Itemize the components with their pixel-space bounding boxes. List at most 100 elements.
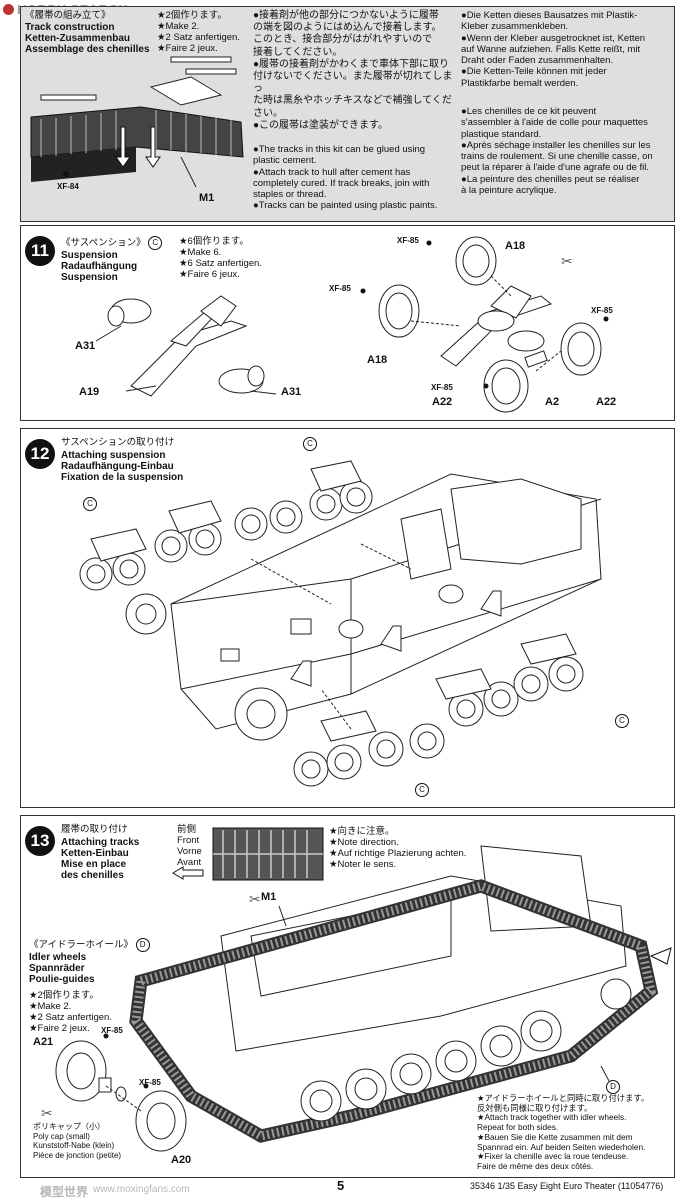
idler-title-de: Spannräder bbox=[29, 963, 85, 974]
idler-paint-1: XF-85 bbox=[101, 1026, 123, 1035]
part-a2: A2 bbox=[545, 396, 560, 408]
circle-c-marker-2: C bbox=[303, 435, 317, 453]
circle-c-marker-3: C bbox=[615, 712, 629, 730]
dir-fr: Avant bbox=[177, 857, 202, 868]
circle-c-marker-1: C bbox=[83, 495, 97, 513]
idler-title-jp: 《アイドラーホイール》 D bbox=[29, 938, 150, 952]
polycap-label: ポリキャップ（小） Poly cap (small) Kunststoff-Na… bbox=[33, 1122, 122, 1160]
paint-drop-icon bbox=[63, 171, 69, 177]
step-12-panel: 12 サスペンションの取り付け Attaching suspension Rad… bbox=[20, 428, 675, 808]
idler-title-fr: Poulie-guides bbox=[29, 974, 95, 985]
dir-en: Front bbox=[177, 835, 200, 846]
track-text-de: ●Die Ketten dieses Bausatzes mit Plastik… bbox=[461, 10, 646, 89]
track-text-en: ●The tracks in this kit can be glued usi… bbox=[253, 144, 438, 212]
step-11-panel: 11 《サスペンション》 C Suspension Radaufhängung … bbox=[20, 225, 675, 421]
idler-jp: 《アイドラーホイール》 bbox=[29, 939, 134, 951]
track-text-fr: ●Les chenilles de ce kit peuvent s'assem… bbox=[461, 106, 653, 197]
step11-title-jp: 《サスペンション》 C bbox=[61, 236, 163, 250]
step-number-11: 11 bbox=[25, 236, 55, 266]
step11-title-fr: Suspension bbox=[61, 272, 118, 283]
note-jp: ★向きに注意。 bbox=[329, 826, 395, 837]
idler-make-en: ★Make 2. bbox=[29, 1001, 72, 1012]
track-title-jp: 《履帯の組み立て》 bbox=[25, 10, 111, 21]
track-paint-xf84: XF-84 bbox=[57, 182, 79, 191]
circle-d-marker: D bbox=[606, 1078, 620, 1096]
circle-c-icon: C bbox=[303, 436, 317, 451]
arrow-left-icon bbox=[172, 866, 204, 880]
note-en: ★Note direction. bbox=[329, 837, 399, 848]
footer-watermark-1: 模型世界 bbox=[40, 1185, 89, 1199]
part-a21: A21 bbox=[33, 1036, 54, 1048]
circle-c-icon: C bbox=[415, 782, 429, 797]
idler-make-de: ★2 Satz anfertigen. bbox=[29, 1012, 112, 1023]
track-make-de: ★2 Satz anfertigen. bbox=[157, 32, 240, 43]
paint-xf85-2: XF-85 bbox=[329, 284, 351, 293]
track-title-fr: Assemblage des chenilles bbox=[25, 44, 150, 55]
step11-jp: 《サスペンション》 bbox=[61, 237, 146, 249]
step13-title-en: Attaching tracks bbox=[61, 837, 140, 848]
paint-xf85-3: XF-85 bbox=[591, 306, 613, 315]
part-a20: A20 bbox=[171, 1154, 192, 1166]
idler-title-en: Idler wheels bbox=[29, 952, 87, 963]
cement-icon: ✂ bbox=[561, 253, 573, 269]
track-title-de: Ketten-Zusammenbau bbox=[25, 33, 131, 44]
cement-icon: ✂ bbox=[249, 891, 261, 907]
circle-c-icon: C bbox=[148, 236, 163, 250]
step11-title-en: Suspension bbox=[61, 250, 118, 261]
step13-title-de: Ketten-Einbau bbox=[61, 848, 129, 859]
step12-title-de: Radaufhängung-Einbau bbox=[61, 461, 174, 472]
step13-part-m1: M1 bbox=[261, 891, 277, 903]
dir-jp: 前側 bbox=[177, 824, 197, 835]
step13-hull-diagram: ✂ ✂ bbox=[41, 845, 672, 1152]
step13-title-fr: Mise en place bbox=[61, 859, 127, 870]
dir-de: Vorne bbox=[177, 846, 202, 857]
part-a18-bottom: A18 bbox=[367, 354, 388, 366]
paint-xf85-4: XF-85 bbox=[431, 383, 453, 392]
circle-c-icon: C bbox=[83, 496, 97, 511]
track-detail-diagram bbox=[212, 827, 324, 881]
part-a18-top: A18 bbox=[505, 240, 526, 252]
track-part-m1: M1 bbox=[199, 192, 215, 204]
note-de: ★Auf richtige Plazierung achten. bbox=[329, 848, 467, 859]
step12-title-fr: Fixation de la suspension bbox=[61, 472, 184, 483]
kit-id: 35346 1/35 Easy Eight Euro Theater (1105… bbox=[470, 1181, 664, 1191]
step11-diagram: ✂ bbox=[95, 236, 609, 413]
step13-title-jp: 履帯の取り付け bbox=[61, 824, 128, 835]
step11-title-de: Radaufhängung bbox=[61, 261, 138, 272]
step-13-panel: 13 履帯の取り付け Attaching tracks Ketten-Einba… bbox=[20, 815, 675, 1178]
step13-title-fr2: des chenilles bbox=[61, 870, 124, 881]
step11-make-fr: ★Faire 6 jeux. bbox=[179, 269, 240, 280]
paint-xf85-1: XF-85 bbox=[397, 236, 419, 245]
note-fr: ★Noter le sens. bbox=[329, 859, 397, 870]
step12-hull-diagram bbox=[79, 460, 602, 787]
idler-paint-2: XF-85 bbox=[139, 1078, 161, 1087]
circle-d-icon: D bbox=[135, 938, 150, 952]
step11-make-en: ★Make 6. bbox=[179, 247, 222, 258]
footer-watermark-2: www.moxingfans.com bbox=[93, 1184, 190, 1195]
part-a19: A19 bbox=[79, 386, 100, 398]
circle-c-marker-4: C bbox=[415, 781, 429, 799]
track-text-jp: ●接着剤が他の部分につかないように履帯 の端を図のようにはめ込んで接着します。 … bbox=[253, 10, 453, 131]
page-number: 5 bbox=[337, 1178, 345, 1193]
step12-title-jp: サスペンションの取り付け bbox=[61, 437, 175, 448]
circle-d-icon: D bbox=[606, 1079, 620, 1094]
circle-c-icon: C bbox=[615, 713, 629, 728]
cement-icon: ✂ bbox=[41, 1105, 53, 1121]
part-a31-left: A31 bbox=[75, 340, 96, 352]
step-number-13: 13 bbox=[25, 826, 55, 856]
track-make-fr: ★Faire 2 jeux. bbox=[157, 43, 218, 54]
idler-make-jp: ★2個作ります。 bbox=[29, 990, 99, 1001]
final-note: ★アイドラーホイールと同時に取り付けます。 反対側も同様に取り付けます。 ★At… bbox=[477, 1093, 650, 1171]
part-a22-right: A22 bbox=[596, 396, 617, 408]
track-make-en: ★Make 2. bbox=[157, 21, 200, 32]
part-a31-right: A31 bbox=[281, 386, 302, 398]
track-make-jp: ★2個作ります。 bbox=[157, 10, 227, 21]
step11-make-de: ★6 Satz anfertigen. bbox=[179, 258, 262, 269]
step12-title-en: Attaching suspension bbox=[61, 450, 166, 461]
idler-make-fr: ★Faire 2 jeux. bbox=[29, 1023, 90, 1034]
track-title-en: Track construction bbox=[25, 22, 115, 33]
step-number-12: 12 bbox=[25, 439, 55, 469]
track-diagram bbox=[30, 56, 244, 188]
logo-icon bbox=[3, 4, 14, 15]
track-construction-panel: 《履帯の組み立て》 Track construction Ketten-Zusa… bbox=[20, 6, 675, 222]
